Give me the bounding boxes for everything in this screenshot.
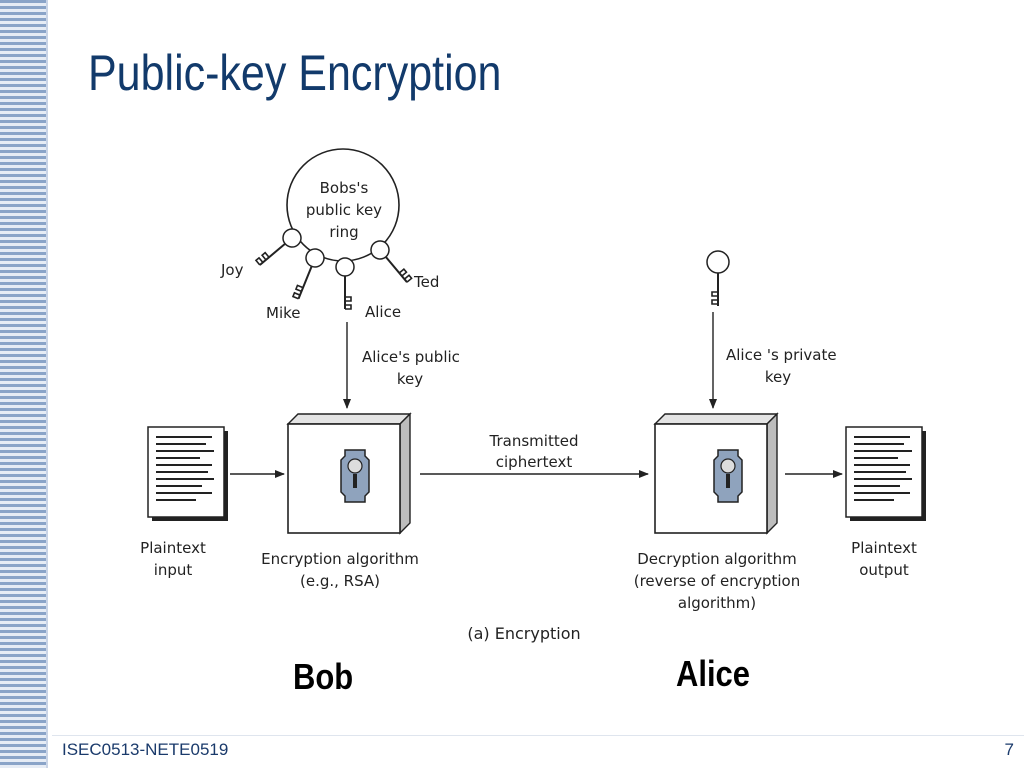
page-number: 7 (1004, 740, 1014, 759)
key-ring-label-line-1: Bobs's (320, 179, 369, 197)
alice-public-key-label-line-1: Alice's public (362, 348, 460, 366)
key-label-joy: Joy (220, 261, 244, 279)
encryption-label-line-1: Encryption algorithm (261, 550, 419, 568)
transmitted-label-line-1: Transmitted (489, 432, 579, 450)
alice-public-key-label-line-2: key (397, 370, 423, 388)
private-key-icon (706, 250, 730, 306)
plaintext-output-label-line-2: output (859, 561, 909, 579)
alice-key-icon (335, 257, 355, 310)
key-ring-label-line-2: public key (306, 201, 382, 219)
alice-private-key-label-line-1: Alice 's private (726, 346, 837, 364)
footer-divider (52, 735, 1024, 736)
plaintext-input-label-line-1: Plaintext (140, 539, 206, 557)
slide-title: Public-key Encryption (88, 45, 502, 101)
transmitted-label-line-2: ciphertext (496, 453, 573, 471)
decryption-lock-icon (713, 449, 743, 503)
decryption-label-line-2: (reverse of encryption (634, 572, 801, 590)
ted-key-icon (370, 240, 413, 283)
decryption-box (653, 412, 779, 535)
key-label-ted: Ted (413, 273, 439, 291)
plaintext-input-label-line-2: input (154, 561, 193, 579)
plaintext-input-document-icon (147, 426, 228, 521)
plaintext-output-document-icon (845, 426, 926, 521)
public-key-ring: Bobs's public key ring (286, 148, 400, 262)
alice-private-key-label-line-2: key (765, 368, 791, 386)
encryption-lock-icon (340, 449, 370, 503)
key-label-mike: Mike (266, 304, 301, 322)
decorative-side-stripe (0, 0, 48, 768)
encryption-label-line-2: (e.g., RSA) (300, 572, 380, 590)
mike-key-icon (291, 248, 325, 300)
key-label-alice: Alice (365, 303, 401, 321)
alice-label: Alice (676, 653, 751, 694)
bob-label: Bob (293, 656, 354, 697)
key-ring-label-line-3: ring (329, 223, 358, 241)
diagram-caption: (a) Encryption (467, 624, 580, 643)
footer-course-code: ISEC0513-NETE0519 (62, 740, 229, 759)
joy-key-icon (254, 228, 302, 266)
plaintext-output-label-line-1: Plaintext (851, 539, 917, 557)
decryption-label-line-3: algorithm) (678, 594, 756, 612)
decryption-label-line-1: Decryption algorithm (637, 550, 797, 568)
